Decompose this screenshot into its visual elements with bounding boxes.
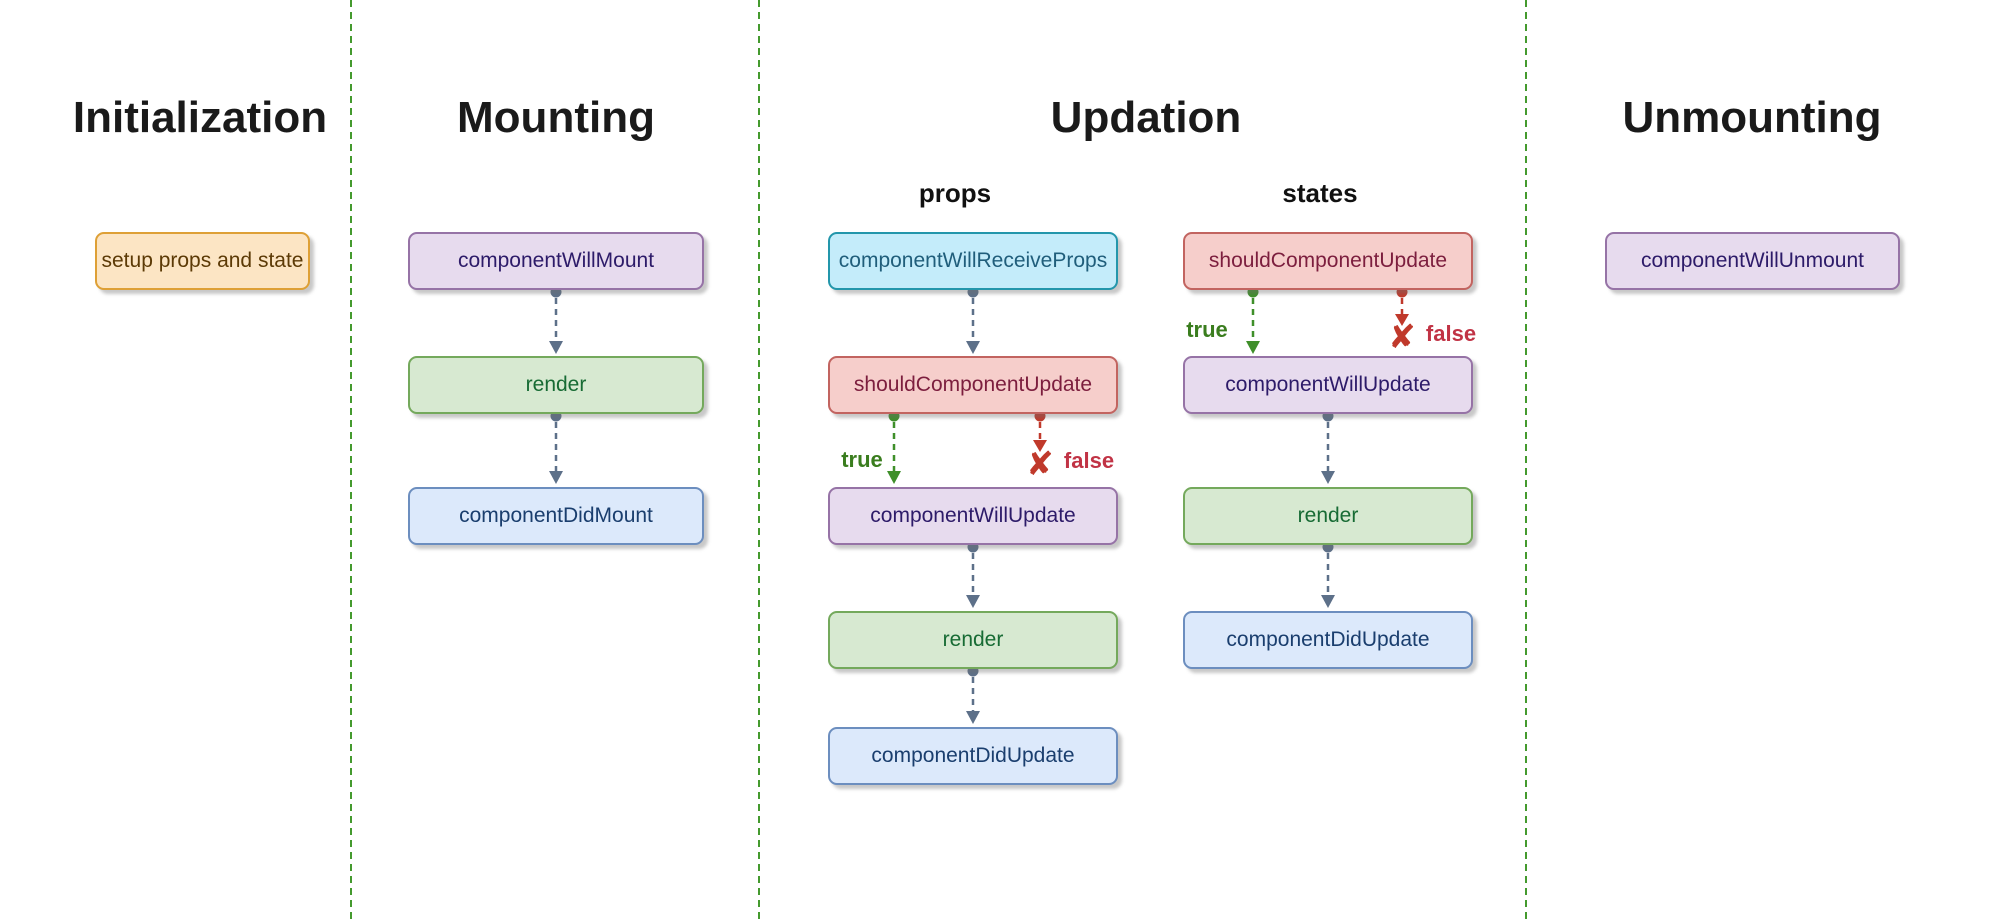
node-componentWillUpdate-props: componentWillUpdate [828, 487, 1118, 545]
flow-arrow [1321, 410, 1335, 484]
true-branch-arrow [1246, 286, 1260, 354]
true-branch-label: true [841, 447, 883, 472]
section-divider [1525, 0, 1527, 924]
node-componentWillReceiveProps: componentWillReceiveProps [828, 232, 1118, 290]
node-componentDidUpdate-states: componentDidUpdate [1183, 611, 1473, 669]
node-componentDidUpdate-props: componentDidUpdate [828, 727, 1118, 785]
flow-arrow [966, 541, 980, 608]
node-shouldComponentUpdate-props: shouldComponentUpdate [828, 356, 1118, 414]
flow-arrow [549, 286, 563, 354]
section-divider [350, 0, 352, 924]
node-setup-props-and-state: setup props and state [95, 232, 310, 290]
node-shouldComponentUpdate-states: shouldComponentUpdate [1183, 232, 1473, 290]
section-title-initialization: Initialization [72, 93, 328, 142]
node-componentWillMount: componentWillMount [408, 232, 704, 290]
section-divider [758, 0, 760, 924]
node-componentWillUnmount: componentWillUnmount [1605, 232, 1900, 290]
flow-arrow [966, 286, 980, 354]
node-render-states: render [1183, 487, 1473, 545]
false-branch-label: false [1425, 321, 1477, 346]
section-title-unmounting: Unmounting [1622, 93, 1882, 142]
false-x-icon: ✘ [1388, 317, 1416, 356]
subtitle-states: states [1282, 178, 1358, 208]
node-render-mounting: render [408, 356, 704, 414]
false-branch-label: false [1063, 448, 1115, 473]
subtitle-props: props [918, 178, 992, 208]
node-componentWillUpdate-states: componentWillUpdate [1183, 356, 1473, 414]
section-title-mounting: Mounting [457, 93, 655, 142]
flow-arrow [1321, 541, 1335, 608]
node-render-props: render [828, 611, 1118, 669]
false-x-icon: ✘ [1026, 444, 1054, 483]
section-title-updation: Updation [1050, 93, 1242, 142]
node-componentDidMount: componentDidMount [408, 487, 704, 545]
flow-arrow [966, 665, 980, 724]
flow-arrow [549, 410, 563, 484]
true-branch-label: true [1186, 317, 1228, 342]
